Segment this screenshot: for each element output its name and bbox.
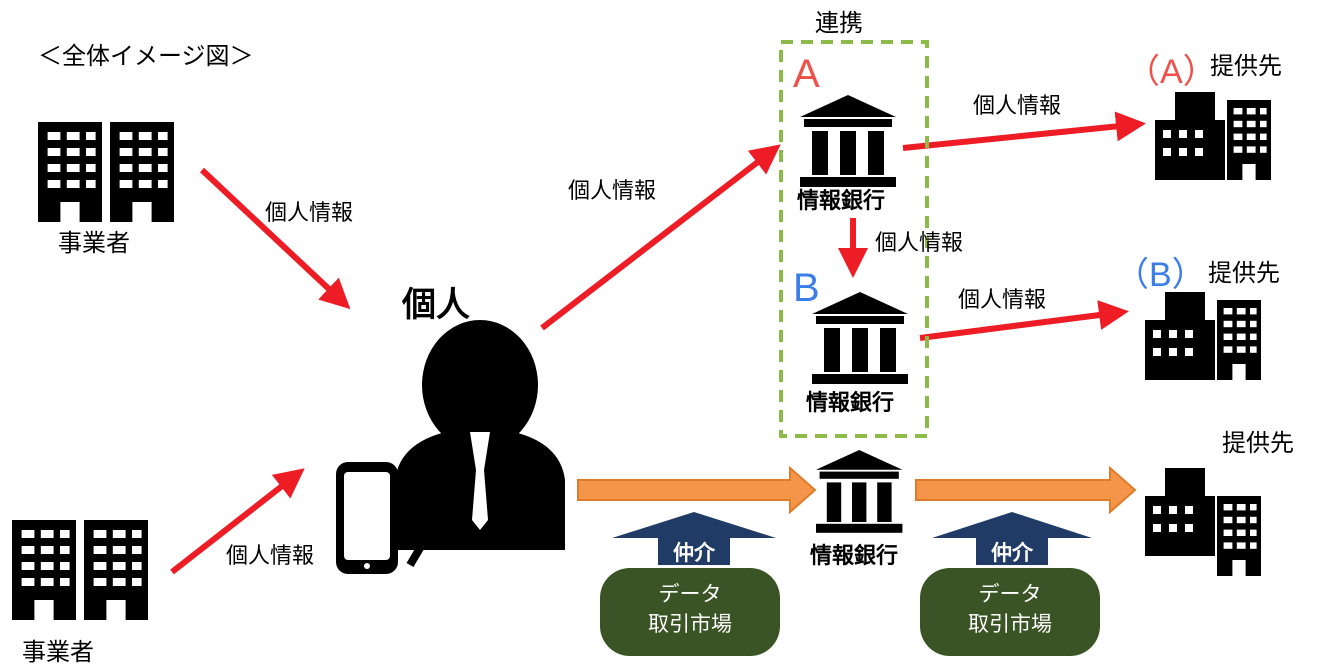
operator-label-bottom: 事業者	[22, 639, 94, 666]
personal-info-label-6: 個人情報	[958, 287, 1047, 312]
linkage-label: 連携	[815, 10, 863, 37]
personal-info-label-2: 個人情報	[226, 543, 315, 568]
market-line1-left: データ	[658, 583, 722, 606]
personal-info-label-3: 個人情報	[568, 178, 657, 203]
provider-label-c: 提供先	[1222, 430, 1294, 457]
data-market-box-left: データ 取引市場	[600, 568, 780, 656]
market-line2-left: 取引市場	[648, 613, 732, 636]
provider-b-marker: （B）	[1115, 256, 1206, 294]
bank-icon-c	[816, 450, 903, 533]
arrow-operator2-to-individual	[170, 468, 305, 575]
bank-icon-a	[800, 95, 896, 187]
provider-building-icon-c	[1145, 468, 1261, 576]
mediation-label-left: 仲介	[673, 542, 715, 565]
individual-label: 個人	[402, 286, 470, 324]
provider-building-icon-a	[1155, 92, 1271, 180]
arrow-bank-a-to-provider-a	[902, 111, 1146, 151]
mediation-label-right: 仲介	[991, 542, 1033, 565]
info-bank-label-b: 情報銀行	[806, 390, 895, 415]
operator-building-icon-top	[38, 122, 174, 222]
provider-building-icon-b	[1145, 292, 1261, 380]
personal-info-label-5: 個人情報	[875, 230, 964, 255]
arrow-bank-c-to-provider-c	[915, 465, 1137, 515]
market-line1-right: データ	[978, 583, 1042, 606]
mediation-arrow-right	[932, 512, 1092, 565]
arrow-individual-to-bank-c	[577, 465, 817, 515]
bank-a-marker: A	[793, 52, 820, 96]
operator-building-icon-bottom	[12, 520, 148, 620]
arrow-operator-to-individual	[199, 167, 351, 310]
mediation-arrow-left	[612, 512, 776, 565]
provider-label-b: 提供先	[1208, 260, 1280, 287]
market-line2-right: 取引市場	[968, 613, 1052, 636]
bank-icon-b	[812, 292, 908, 384]
linkage-box	[779, 40, 929, 438]
arrow-individual-to-bank-a	[540, 144, 781, 331]
personal-info-label-1: 個人情報	[265, 200, 354, 225]
diagram-title: ＜全体イメージ図＞	[38, 43, 254, 70]
arrow-bank-b-to-provider-b	[919, 300, 1129, 341]
info-bank-label-c: 情報銀行	[810, 543, 899, 568]
provider-label-a: 提供先	[1210, 53, 1282, 80]
personal-info-label-4: 個人情報	[973, 93, 1062, 118]
provider-a-marker: （A）	[1126, 53, 1217, 91]
person-icon	[336, 320, 565, 574]
data-market-box-right: データ 取引市場	[920, 568, 1100, 656]
info-bank-label-a: 情報銀行	[797, 188, 886, 213]
bank-b-marker: B	[793, 266, 820, 310]
operator-label-top: 事業者	[58, 230, 130, 257]
